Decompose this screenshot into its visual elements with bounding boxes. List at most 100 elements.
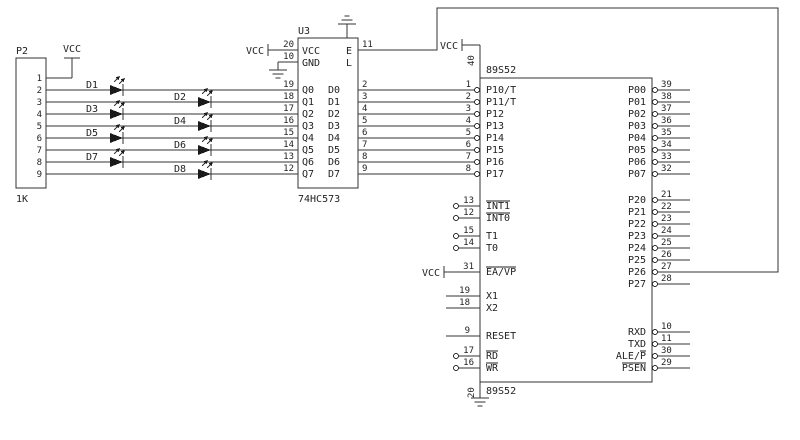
mcu-pin-number: 21 — [661, 190, 672, 200]
mcu-pin-label: P21 — [628, 207, 646, 218]
latch-q-label: Q5 — [302, 145, 314, 156]
latch-pin-number: 7 — [362, 140, 367, 150]
right-pin-stubs — [652, 87, 690, 371]
ground-icon — [470, 397, 490, 407]
led-label: D7 — [86, 152, 98, 163]
mcu-pin-label: TXD — [628, 339, 646, 350]
latch-q-label: Q3 — [302, 121, 314, 132]
mcu-pin-number: 38 — [661, 92, 672, 102]
mcu-pin-number: 39 — [661, 80, 672, 90]
led-icon — [197, 135, 214, 157]
mcu-pin-label: P25 — [628, 255, 646, 266]
vcc-symbol: VCC — [440, 39, 481, 78]
rw-pin-stubs — [453, 353, 480, 371]
led-icon — [197, 87, 214, 109]
connector-ref: P2 — [16, 46, 28, 57]
mcu-pin-label: T1 — [486, 231, 498, 242]
mcu-pin-number: 22 — [661, 202, 672, 212]
connector-pin-number: 9 — [37, 170, 42, 180]
mcu-pin-number: 24 — [661, 226, 672, 236]
mcu-pin-label: INT1 — [486, 201, 510, 212]
latch-pin-number: 9 — [362, 164, 367, 174]
latch-q-label: Q7 — [302, 169, 314, 180]
latch-74hc573: U3 74HC573 VCC 20 10 11 VCC E GND L 19 1… — [246, 26, 373, 205]
mcu-pin-number: 20 — [467, 387, 477, 398]
mcu-part-top: 89S52 — [486, 65, 516, 76]
mcu-pin-label: INT0 — [486, 213, 510, 224]
mcu-pin-number: 40 — [467, 55, 477, 66]
mcu-pin-label: P03 — [628, 121, 646, 132]
latch-q-label: Q0 — [302, 85, 314, 96]
mcu-pin-label: RXD — [628, 327, 646, 338]
mcu-pin-label: P02 — [628, 109, 646, 120]
mcu-body — [479, 77, 653, 383]
vcc-label: VCC — [246, 46, 264, 57]
connector-pin-number: 5 — [37, 122, 42, 132]
mcu-pin-number: 30 — [661, 346, 672, 356]
latch-pin-number: 11 — [362, 40, 373, 50]
mcu-pin-number: 25 — [661, 238, 672, 248]
mcu-pin-number: 29 — [661, 358, 672, 368]
led-icon — [109, 75, 126, 97]
int-pin-stubs — [453, 203, 480, 221]
connector-pin-number: 2 — [37, 86, 42, 96]
mcu-pin-number: 8 — [466, 164, 471, 174]
ground-symbol — [337, 15, 357, 38]
led-icon — [197, 159, 214, 181]
mcu-pin-number: 5 — [466, 128, 471, 138]
latch-row-label: E — [346, 46, 352, 57]
latch-pin-number: 18 — [283, 92, 294, 102]
led-label: D6 — [174, 140, 186, 151]
latch-d-label: D6 — [328, 157, 340, 168]
led-label: D2 — [174, 92, 186, 103]
mcu-pin-label: P15 — [486, 145, 504, 156]
latch-q-label: Q1 — [302, 97, 314, 108]
mcu-pin-label: P13 — [486, 121, 504, 132]
mcu-pin-number: 32 — [661, 164, 672, 174]
mcu-pin-label: P12 — [486, 109, 504, 120]
mcu-pin-label: T0 — [486, 243, 498, 254]
ground-symbol — [470, 382, 490, 407]
led-label: D1 — [86, 80, 98, 91]
mcu-pin-label: P22 — [628, 219, 646, 230]
mcu-pin-number: 6 — [466, 140, 471, 150]
mcu-pin-number: 36 — [661, 116, 672, 126]
connector-pin-number: 3 — [37, 98, 42, 108]
connector-pin-number: 4 — [37, 110, 42, 120]
mcu-pin-number: 4 — [466, 116, 471, 126]
latch-q-label: Q4 — [302, 133, 314, 144]
led-icon — [197, 111, 214, 133]
latch-pin-number: 16 — [283, 116, 294, 126]
mcu-pin-label: P17 — [486, 169, 504, 180]
latch-row-label: VCC — [302, 46, 320, 57]
latch-pin-number: 19 — [283, 80, 294, 90]
mcu-pin-label: RESET — [486, 331, 516, 342]
mcu-pin-number: 34 — [661, 140, 672, 150]
latch-row-label: GND — [302, 58, 320, 69]
timer-pin-stubs — [453, 233, 480, 251]
led-label: D4 — [174, 116, 186, 127]
connector-pin-number: 1 — [37, 74, 42, 84]
mcu-pin-label: P00 — [628, 85, 646, 96]
xtal-pin-stubs — [446, 295, 480, 309]
mcu-pin-label: P23 — [628, 231, 646, 242]
connector-value: 1K — [16, 194, 28, 205]
ground-icon — [268, 69, 288, 79]
connector-body — [15, 57, 47, 189]
mcu-pin-number: 23 — [661, 214, 672, 224]
mcu-pin-number: 12 — [463, 208, 474, 218]
mcu-89s52: 89S52 89S52 VCC 40 20 1 2 3 4 5 6 7 8 P1… — [422, 39, 690, 407]
mcu-pin-label: P07 — [628, 169, 646, 180]
led-array: D1 D2 D3 D4 D5 D6 D7 D8 — [46, 75, 298, 181]
mcu-pin-number: 1 — [466, 80, 471, 90]
mcu-pin-number: 15 — [463, 226, 474, 236]
mcu-pin-label: P04 — [628, 133, 646, 144]
data-bus-wires — [358, 87, 480, 177]
mcu-pin-label: P16 — [486, 157, 504, 168]
latch-pin-number: 3 — [362, 92, 367, 102]
latch-row-label: L — [346, 58, 352, 69]
latch-pin-number: 6 — [362, 128, 367, 138]
mcu-pin-number: 31 — [463, 262, 474, 272]
latch-d-label: D0 — [328, 85, 340, 96]
latch-ref: U3 — [298, 26, 310, 37]
